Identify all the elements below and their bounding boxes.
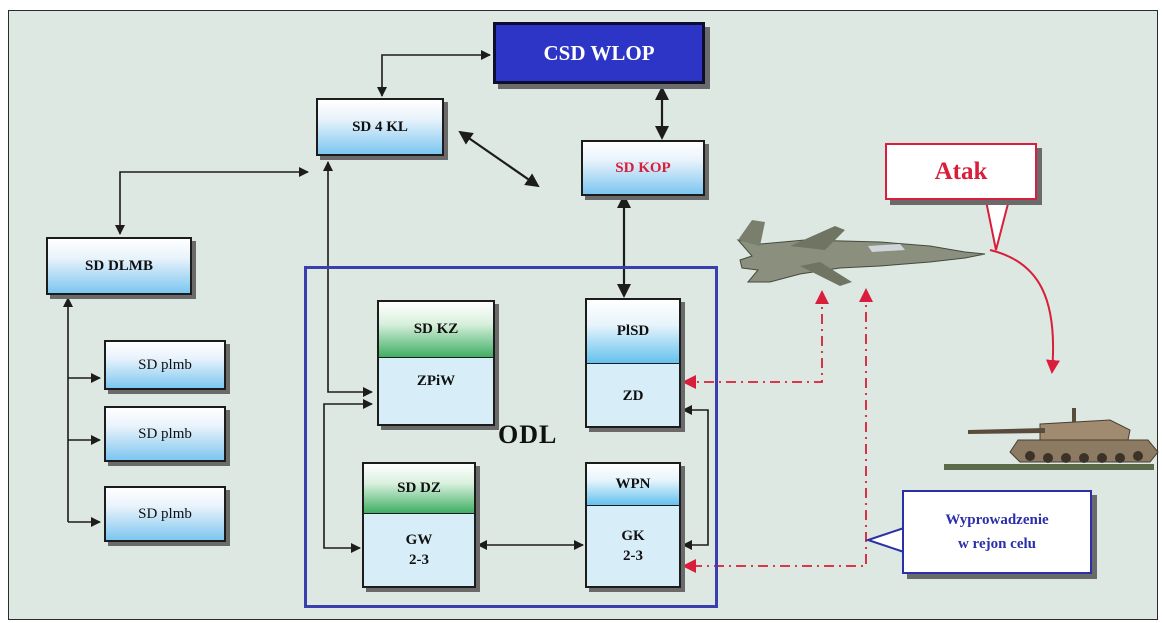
edge-sd4kl-csd [377,50,491,97]
callout-wyprowadzenie: Wyprowadzenie w rejon celu [902,490,1092,574]
node-csd-wlop: CSD WLOP [493,22,705,84]
attack-curve [989,249,1060,374]
edge-sd4kl-zpiw [323,161,373,397]
node-wpn: WPN [587,464,679,506]
node-sd-dz: SD DZ [364,464,474,514]
odl-group-frame [304,266,718,608]
edge-sd4kl-kop [458,130,540,188]
node-sd-kz: SD KZ [379,302,493,358]
atak-callout-tail [983,195,1012,251]
node-sd-4kl: SD 4 KL [316,98,444,156]
node-wpn-gk: WPN GK 2-3 [585,462,681,588]
node-sd-kop: SD KOP [581,140,705,196]
node-zpiw: ZPiW [416,373,456,389]
tank-icon [944,408,1159,470]
edge-dlmb-sd4kl [115,167,309,235]
node-gw: GW 2-3 [405,532,433,568]
node-sd-plmb-3: SD plmb [104,486,226,542]
node-sdkz-zpiw: SD KZ ZPiW [377,300,495,426]
wypro-callout-tail [864,527,905,553]
node-sd-plmb-2: SD plmb [104,406,226,462]
node-gk: GK 2-3 [621,528,645,564]
edge-jet-gk [682,288,873,573]
node-sddz-gw: SD DZ GW 2-3 [362,462,476,588]
callout-atak: Atak [885,143,1037,200]
node-plsd: PlSD [587,300,679,364]
node-sd-plmb-1: SD plmb [104,340,226,390]
node-zd: ZD [622,388,644,404]
fighter-jet-icon [736,220,986,286]
odl-group-label: ODL [498,420,558,449]
node-sd-dlmb: SD DLMB [46,237,192,295]
edge-zpiw-gw [323,399,373,553]
node-plsd-zd: PlSD ZD [585,298,681,428]
